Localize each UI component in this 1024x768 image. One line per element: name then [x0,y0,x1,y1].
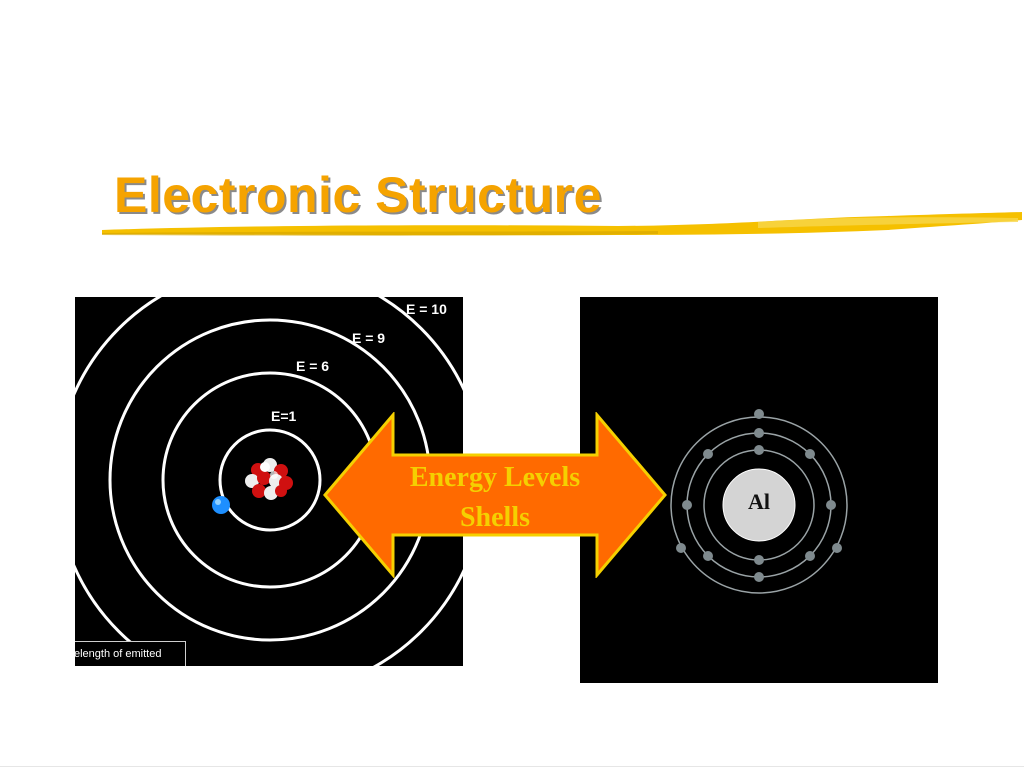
shell-electron [754,555,764,565]
nucleus-cluster [245,458,293,500]
shell-electron [682,500,692,510]
orbit-e1 [218,428,322,532]
shell-electron [754,572,764,582]
electron [212,496,230,514]
double-arrow: Energy Levels Shells [320,412,670,578]
shell-electron [805,551,815,561]
arrow-label: Energy Levels Shells [320,458,670,538]
energy-label-10: E = 10 [406,301,447,317]
energy-label-1: E=1 [271,408,297,424]
energy-label-6: E = 6 [296,358,330,374]
shell-electron [676,543,686,553]
shell-electron [754,445,764,455]
footer-divider [0,766,1024,767]
energy-label-9: E = 9 [352,330,386,346]
shell-electron [826,500,836,510]
shell-electron [832,543,842,553]
element-symbol: Al [748,489,770,514]
slide-title: Electronic Structure [114,167,602,223]
arrow-label-line1: Energy Levels [409,462,581,493]
shell-electron [754,428,764,438]
shell-electron [805,449,815,459]
title-underline-brush [102,212,1022,236]
nucleus [722,468,796,542]
double-arrow-icon [323,412,667,578]
shell-diagram [670,409,848,594]
shell-electron [703,449,713,459]
arrow-label-line2: Shells [459,502,531,533]
shell-electron [703,551,713,561]
shell-electron [754,409,764,419]
caption-box: elength of emitted [75,641,186,666]
